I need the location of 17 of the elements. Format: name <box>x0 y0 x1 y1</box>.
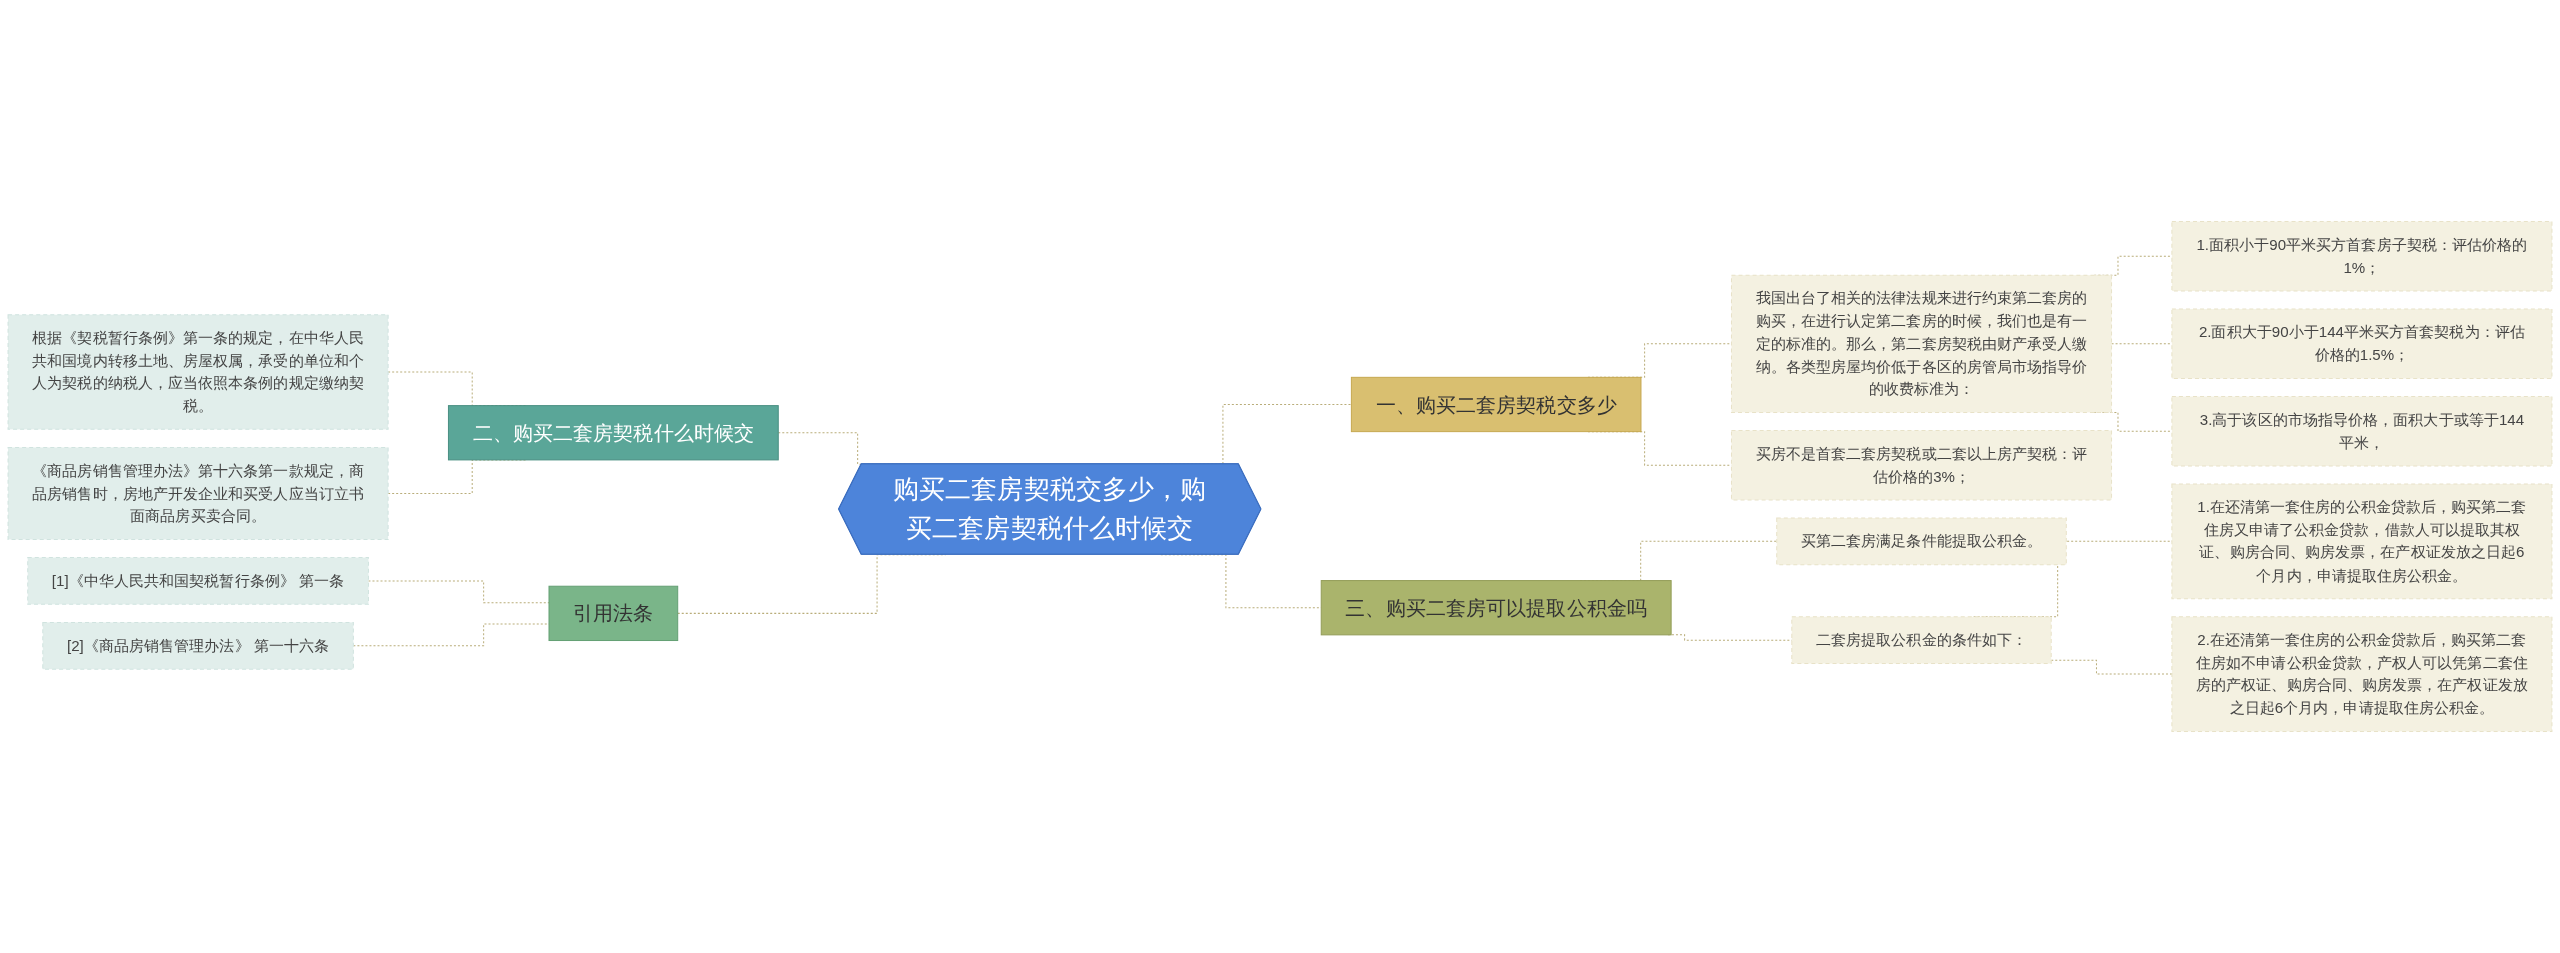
node-box: 三、购买二套房可以提取公积金吗 <box>1320 580 1672 636</box>
node-box: [2]《商品房销售管理办法》 第一十六条 <box>42 621 354 670</box>
node-box: 一、购买二套房契税交多少 <box>1350 376 1642 433</box>
node-box: 《商品房销售管理办法》第十六条第一款规定，商品房销售时，房地产开发企业和买受人应当订立书面商品房买卖合同。 <box>7 446 389 540</box>
node-box: 2.面积大于90小于144平米买方首套契税为：评估价格的1.5%； <box>2171 308 2553 379</box>
node-box: 1.面积小于90平米买方首套房子契税：评估价格的1%； <box>2171 221 2553 292</box>
node-box: 买房不是首套二套房契税或二套以上房产契税：评估价格的3%； <box>1730 430 2113 501</box>
node-box: 二套房提取公积金的条件如下： <box>1791 616 2052 665</box>
node-box: 2.在还清第一套住房的公积金贷款后，购买第二套住房如不申请公积金贷款，产权人可以凭第二套住房的产权证、购房合同、购房发票，在产权证发放之日起6个月内，申请提取住房公积金。 <box>2171 616 2553 732</box>
node-box: 我国出台了相关的法律法规来进行约束第二套房的购买，在进行认定第二套房的时候，我们也是有一定的标准的。那么，第二套房契税由财产承受人缴纳。各类型房屋均价低于各区的房管局市场指导价的收费标准为： <box>1730 274 2113 413</box>
node-box: 买第二套房满足条件能提取公积金。 <box>1776 517 2067 566</box>
node-box: [1]《中华人民共和国契税暂行条例》 第一条 <box>27 557 369 605</box>
node-box: 3.高于该区的市场指导价格，面积大于或等于144平米， <box>2171 396 2553 467</box>
node-box: 1.在还清第一套住房的公积金贷款后，购买第二套住房又申请了公积金贷款，借款人可以提取其权证、购房合同、购房发票，在产权证发放之日起6个月内，申请提取住房公积金。 <box>2171 483 2553 600</box>
node-box: 引用法条 <box>548 585 679 642</box>
node-box: 二、购买二套房契税什么时候交 <box>447 405 779 461</box>
node-box: 根据《契税暂行条例》第一条的规定，在中华人民共和国境内转移土地、房屋权属，承受的单位和个人为契税的纳税人，应当依照本条例的规定缴纳契税。 <box>7 314 389 430</box>
